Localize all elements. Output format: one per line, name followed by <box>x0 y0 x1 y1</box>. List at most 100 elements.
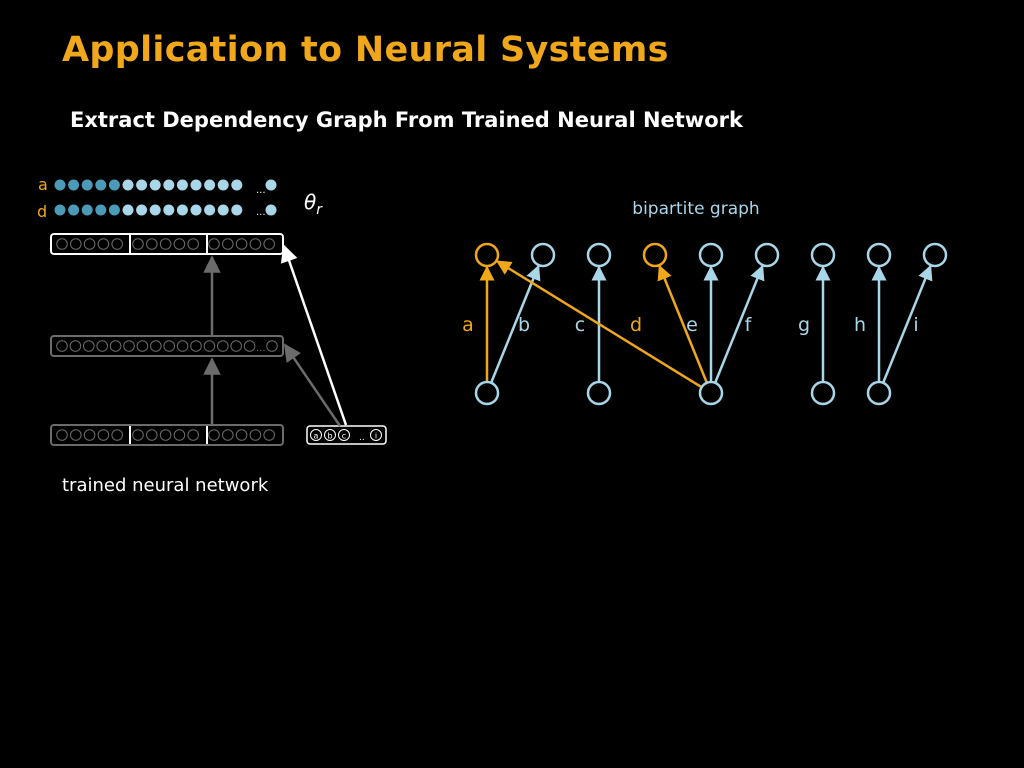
bottom-layer <box>50 424 284 446</box>
top-node-g <box>810 242 836 268</box>
weight-dot <box>149 179 161 191</box>
node-label-d: d <box>630 314 642 336</box>
weight-dots <box>54 179 277 216</box>
weight-dot <box>108 179 120 191</box>
output-layer <box>50 233 284 255</box>
neuron <box>159 238 172 250</box>
network-caption: trained neural network <box>62 475 269 496</box>
neuron <box>190 340 202 352</box>
neuron <box>56 429 68 441</box>
neuron <box>111 429 123 441</box>
hidden-layer-ellipsis: ... <box>256 343 266 354</box>
weight-dot <box>204 204 216 216</box>
edge-h-to-i <box>881 264 933 384</box>
weight-dot <box>163 204 175 216</box>
neuron <box>217 340 229 352</box>
weight-dot <box>176 204 188 216</box>
top-node-d <box>642 242 668 268</box>
edge-a-to-b <box>489 264 541 384</box>
input-layer: a b c .. i <box>306 425 387 445</box>
neuron <box>203 340 216 352</box>
weight-dot-last <box>265 179 277 191</box>
neuron <box>97 429 110 441</box>
neuron <box>176 340 189 352</box>
neuron <box>56 238 68 250</box>
hidden-layer: ... <box>50 335 284 357</box>
bottom-node-g <box>810 380 836 406</box>
neuron <box>163 340 175 352</box>
neuron <box>69 340 82 352</box>
neuron <box>263 238 276 250</box>
top-node-c <box>586 242 612 268</box>
weight-dot <box>108 204 120 216</box>
edge-e-to-a <box>495 260 703 389</box>
node-label-g: g <box>798 314 810 336</box>
input-node-label-a: a <box>314 432 319 441</box>
weight-dot <box>136 179 148 191</box>
neuron <box>208 238 220 250</box>
neuron <box>222 238 234 250</box>
bipartite-title: bipartite graph <box>632 199 759 219</box>
weight-dot <box>68 204 80 216</box>
bipartite-edges <box>479 260 933 389</box>
neuron <box>132 238 144 250</box>
bottom-node-h <box>866 380 892 406</box>
weight-dot <box>95 179 107 191</box>
neuron <box>249 429 262 441</box>
weight-dot <box>204 179 216 191</box>
weight-dot <box>81 204 93 216</box>
neuron <box>173 429 186 441</box>
weight-dot <box>217 204 229 216</box>
neuron <box>146 238 158 250</box>
node-label-a: a <box>462 314 474 336</box>
input-layer-ellipsis: .. <box>359 433 365 443</box>
weight-dot <box>190 179 202 191</box>
weight-dot <box>163 179 175 191</box>
neuron <box>56 340 68 352</box>
weight-dot <box>122 204 134 216</box>
edge-e-to-d <box>657 264 709 384</box>
neuron <box>111 238 123 250</box>
neuron <box>123 340 135 352</box>
weight-dot-last <box>265 204 277 216</box>
weight-dot <box>217 179 229 191</box>
weight-dot <box>149 204 161 216</box>
neuron <box>266 340 278 352</box>
theta-subscript: r <box>316 202 323 218</box>
weight-dot <box>95 204 107 216</box>
input-node-label-b: b <box>327 432 332 441</box>
node-label-b: b <box>518 314 530 336</box>
weight-row-ellipsis-d: ... <box>256 207 266 218</box>
top-node-a <box>474 242 500 268</box>
weight-dot <box>54 204 66 216</box>
edge-e-to-f <box>713 264 765 384</box>
node-label-c: c <box>575 314 585 336</box>
weight-dot <box>231 179 243 191</box>
top-node-i <box>922 242 948 268</box>
neuron <box>109 340 122 352</box>
neuron <box>132 429 144 441</box>
neuron <box>263 429 276 441</box>
weight-row-label-a: a <box>38 175 48 194</box>
neuron <box>150 340 162 352</box>
weight-row-ellipsis-a: ... <box>256 185 266 196</box>
top-node-h <box>866 242 892 268</box>
neuron <box>136 340 149 352</box>
weight-dot <box>122 179 134 191</box>
node-label-e: e <box>686 314 698 336</box>
bottom-node-e <box>698 380 724 406</box>
weight-dot <box>68 179 80 191</box>
arrow-input-to-hidden <box>283 343 342 427</box>
neuron <box>173 238 186 250</box>
neuron <box>83 340 95 352</box>
bottom-node-a <box>474 380 500 406</box>
slide-subtitle: Extract Dependency Graph From Trained Ne… <box>70 108 743 132</box>
weight-dot <box>190 204 202 216</box>
neuron <box>235 429 248 441</box>
neuron <box>96 340 108 352</box>
neuron <box>83 429 96 441</box>
neuron <box>97 238 110 250</box>
theta-symbol: θr <box>304 190 323 218</box>
